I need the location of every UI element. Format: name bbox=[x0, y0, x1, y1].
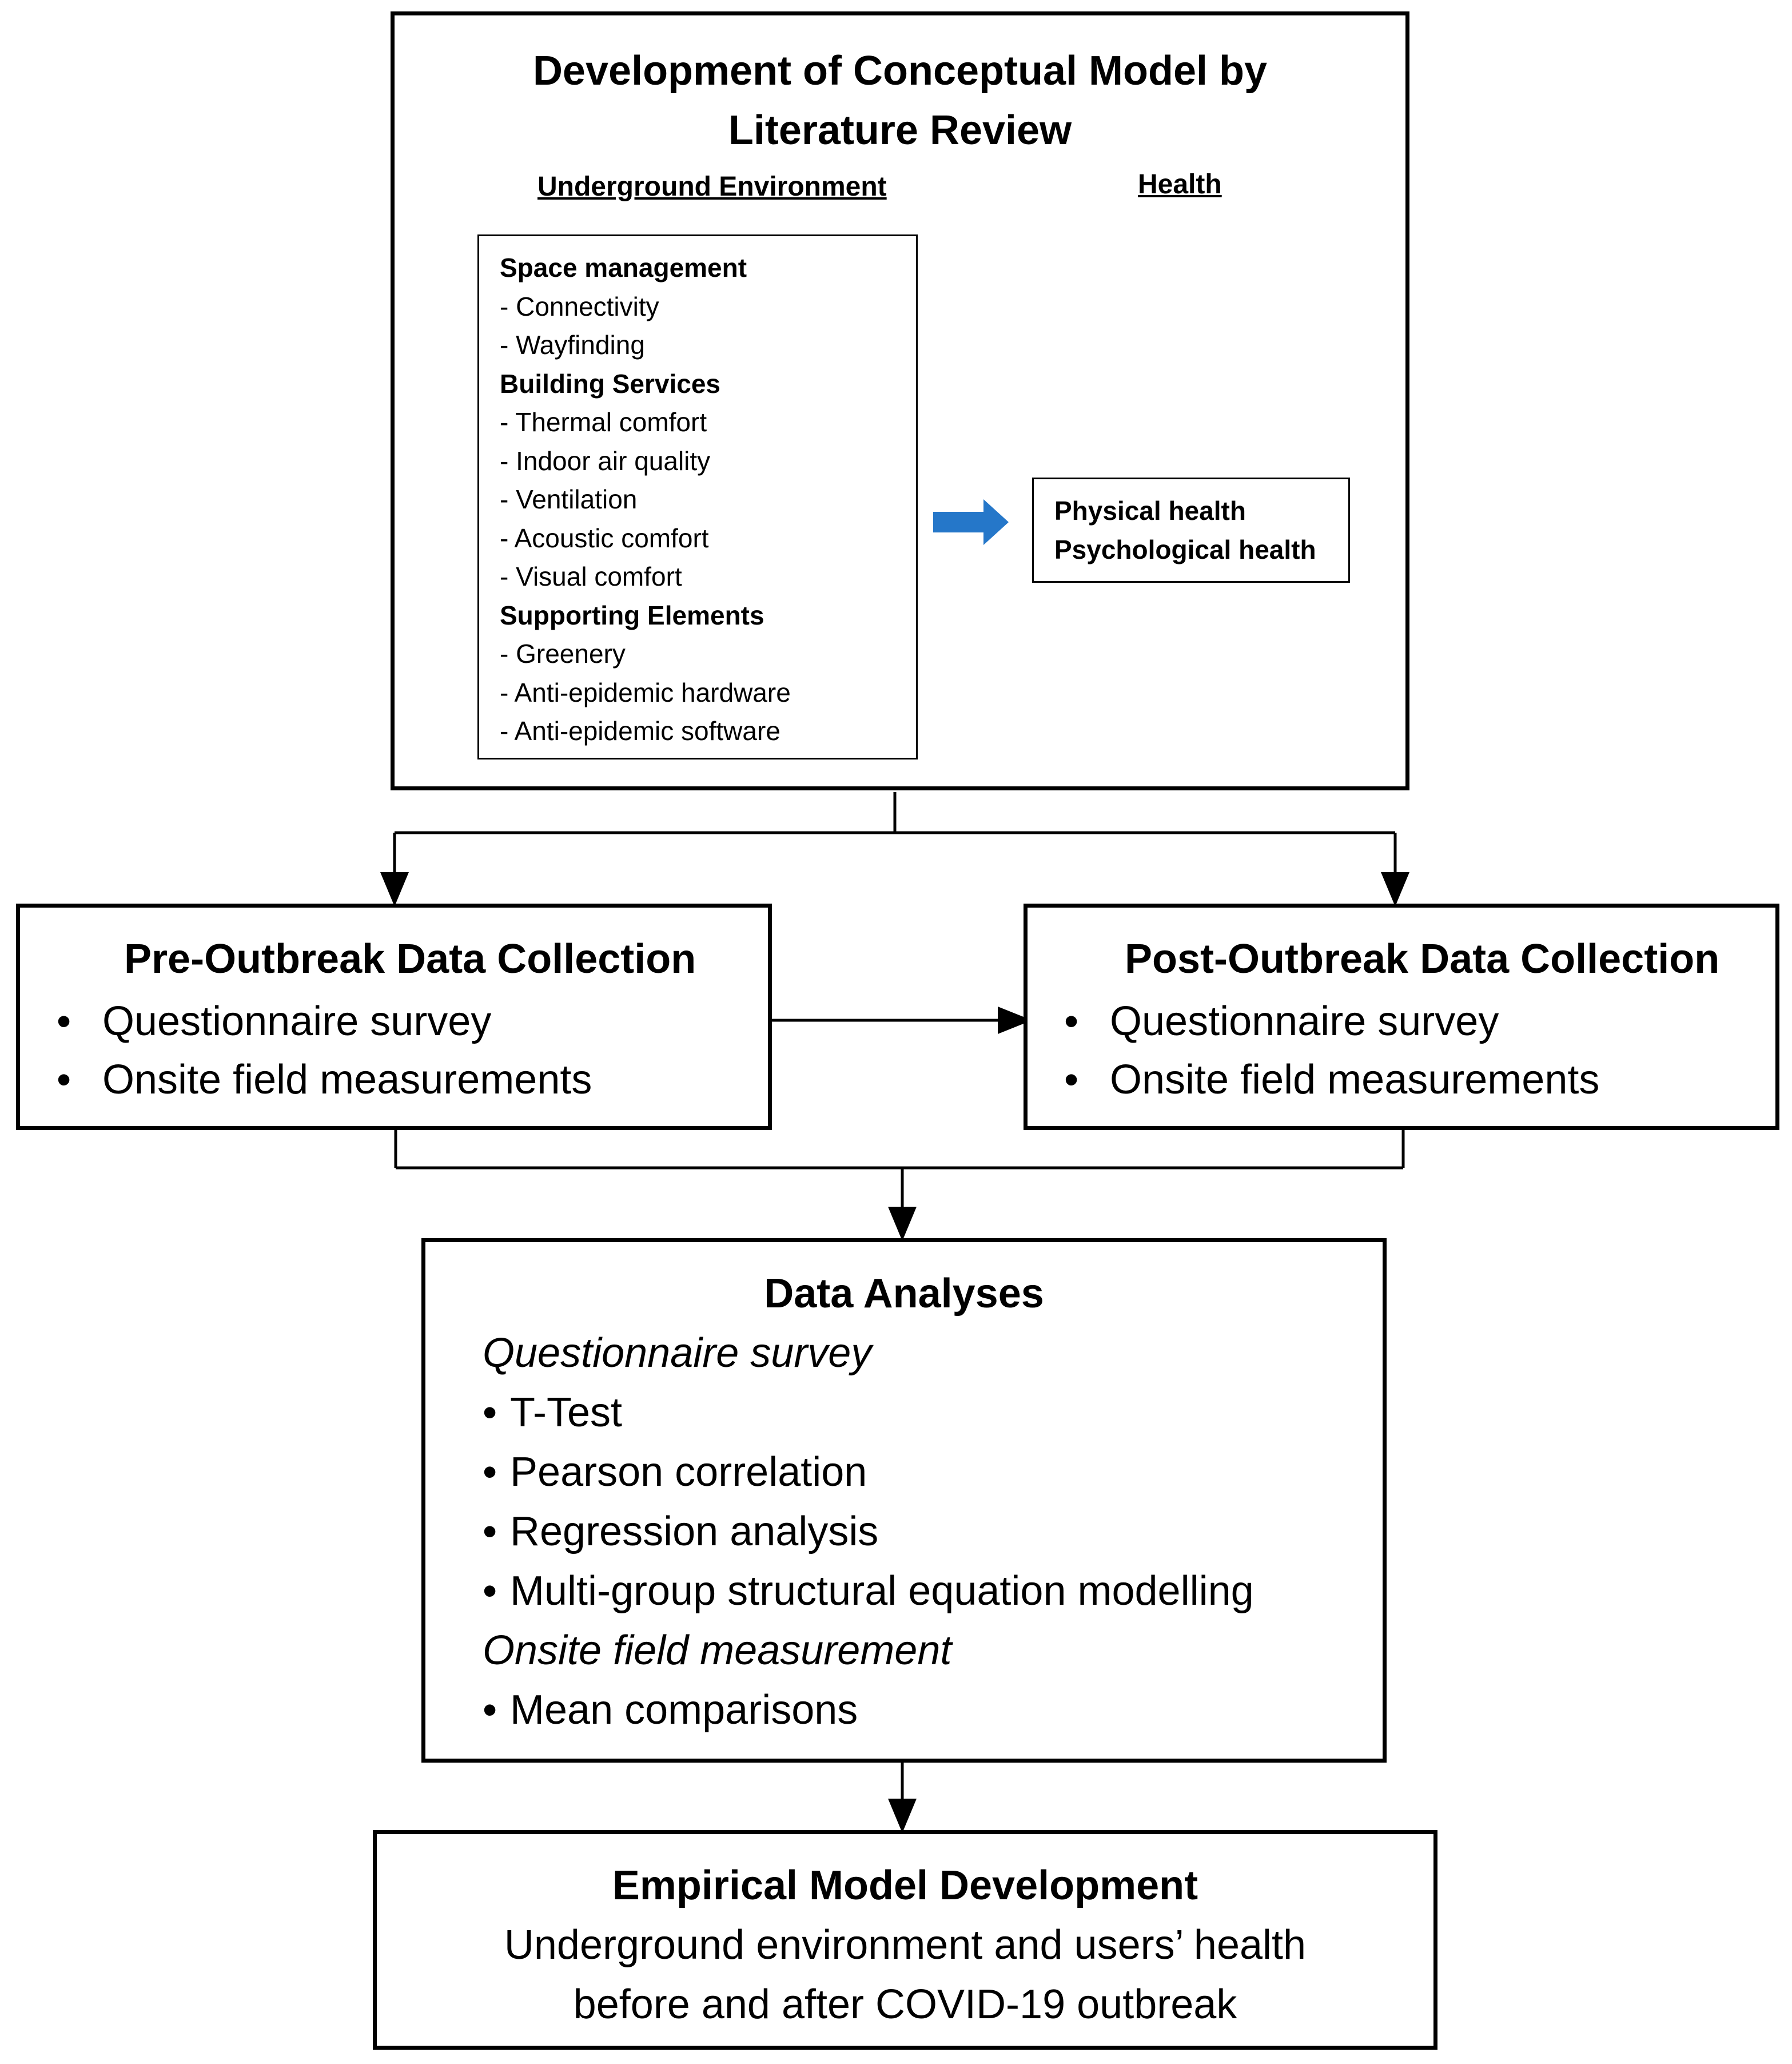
column-heading-health: Health bbox=[1138, 169, 1222, 200]
title-line-1: Development of Conceptual Model by bbox=[532, 48, 1268, 94]
post-outbreak-list: • Questionnaire survey • Onsite field measu… bbox=[1064, 992, 1599, 1109]
environment-category: Supporting Elements bbox=[500, 600, 764, 630]
environment-factor: - Indoor air quality bbox=[500, 446, 711, 476]
environment-factor: - Greenery bbox=[500, 639, 626, 669]
environment-factor: - Ventilation bbox=[500, 484, 638, 514]
bullet-icon: • bbox=[483, 1509, 497, 1554]
analysis-item: • Regression analysis bbox=[483, 1502, 1254, 1561]
empirical-description-line-1: Underground environment and users’ healt… bbox=[504, 1922, 1307, 1968]
bullet-icon: • bbox=[1064, 999, 1079, 1044]
bullet-icon: • bbox=[57, 1057, 71, 1103]
environment-factors-list: Space management - Connectivity - Wayfindi… bbox=[500, 249, 791, 751]
arrowhead-pre-to-post bbox=[998, 1007, 1032, 1034]
environment-factor: - Anti-epidemic hardware bbox=[500, 677, 791, 707]
analysis-item: • Multi-group structural equation modelli… bbox=[483, 1561, 1254, 1621]
empirical-model-box: Empirical Model Development Underground … bbox=[373, 1830, 1437, 2050]
analysis-item-text: Pearson correlation bbox=[510, 1449, 867, 1495]
analysis-heading: Onsite field measurement bbox=[483, 1628, 952, 1673]
arrowhead-analyses bbox=[888, 1207, 917, 1241]
conceptual-model-box: Development of Conceptual Model by Liter… bbox=[391, 11, 1409, 790]
health-outcome: Psychological health bbox=[1054, 534, 1316, 564]
arrowhead-post bbox=[1381, 872, 1409, 906]
data-analyses-box: Data Analyses Questionnaire survey • T-Tes… bbox=[421, 1238, 1387, 1763]
analysis-item-text: T-Test bbox=[510, 1390, 623, 1435]
environment-factor: - Wayfinding bbox=[500, 330, 645, 360]
environment-factor: - Anti-epidemic software bbox=[500, 716, 780, 746]
arrowhead-pre bbox=[380, 872, 409, 906]
environment-factors-box: Space management - Connectivity - Wayfindi… bbox=[477, 234, 918, 759]
list-item-text: Questionnaire survey bbox=[102, 999, 492, 1044]
empirical-model-title: Empirical Model Development bbox=[612, 1863, 1198, 1908]
arrowheads bbox=[380, 872, 1409, 1833]
analysis-item: • Mean comparisons bbox=[483, 1680, 1254, 1740]
environment-factor: - Connectivity bbox=[500, 291, 659, 321]
list-item: • Questionnaire survey bbox=[1064, 992, 1599, 1051]
health-outcome: Physical health bbox=[1054, 496, 1246, 526]
right-arrow-icon bbox=[933, 499, 1009, 545]
list-item: • Onsite field measurements bbox=[57, 1051, 592, 1109]
column-heading-environment: Underground Environment bbox=[537, 172, 887, 202]
list-item-text: Onsite field measurements bbox=[1110, 1057, 1600, 1103]
bullet-icon: • bbox=[1064, 1057, 1079, 1103]
conceptual-model-title: Development of Conceptual Model by Liter… bbox=[395, 41, 1405, 160]
analysis-item: • T-Test bbox=[483, 1383, 1254, 1442]
bullet-icon: • bbox=[483, 1449, 497, 1495]
post-outbreak-title: Post-Outbreak Data Collection bbox=[1125, 936, 1720, 982]
analysis-heading: Questionnaire survey bbox=[483, 1330, 872, 1376]
environment-factor: - Acoustic comfort bbox=[500, 523, 709, 553]
arrowhead-empirical bbox=[888, 1799, 917, 1833]
bullet-icon: • bbox=[483, 1390, 497, 1435]
pre-outbreak-list: • Questionnaire survey • Onsite field measu… bbox=[57, 992, 592, 1109]
analysis-item-text: Mean comparisons bbox=[510, 1687, 858, 1733]
environment-factor: - Visual comfort bbox=[500, 562, 682, 591]
list-item: • Questionnaire survey bbox=[57, 992, 592, 1051]
bullet-icon: • bbox=[483, 1687, 497, 1733]
pre-outbreak-title: Pre-Outbreak Data Collection bbox=[124, 936, 696, 982]
environment-category: Building Services bbox=[500, 368, 721, 399]
analysis-item: • Pearson correlation bbox=[483, 1442, 1254, 1502]
pre-outbreak-box: Pre-Outbreak Data Collection • Questionna… bbox=[16, 904, 772, 1130]
analysis-item-text: Multi-group structural equation modellin… bbox=[510, 1568, 1254, 1614]
data-analyses-title: Data Analyses bbox=[764, 1271, 1044, 1317]
title-line-2: Literature Review bbox=[728, 108, 1072, 153]
data-analyses-list: Questionnaire survey • T-Test • Pearson corr… bbox=[483, 1323, 1254, 1740]
bullet-icon: • bbox=[57, 999, 71, 1044]
analysis-item-text: Regression analysis bbox=[510, 1509, 879, 1554]
list-item-text: Questionnaire survey bbox=[1110, 999, 1499, 1044]
environment-category: Space management bbox=[500, 253, 747, 283]
list-item: • Onsite field measurements bbox=[1064, 1051, 1599, 1109]
list-item-text: Onsite field measurements bbox=[102, 1057, 592, 1103]
empirical-description-line-2: before and after COVID-19 outbreak bbox=[573, 1982, 1237, 2027]
empirical-model-description: Underground environment and users’ healt… bbox=[377, 1915, 1433, 2034]
environment-factor: - Thermal comfort bbox=[500, 407, 707, 437]
bullet-icon: • bbox=[483, 1568, 497, 1614]
post-outbreak-box: Post-Outbreak Data Collection • Questionn… bbox=[1024, 904, 1779, 1130]
